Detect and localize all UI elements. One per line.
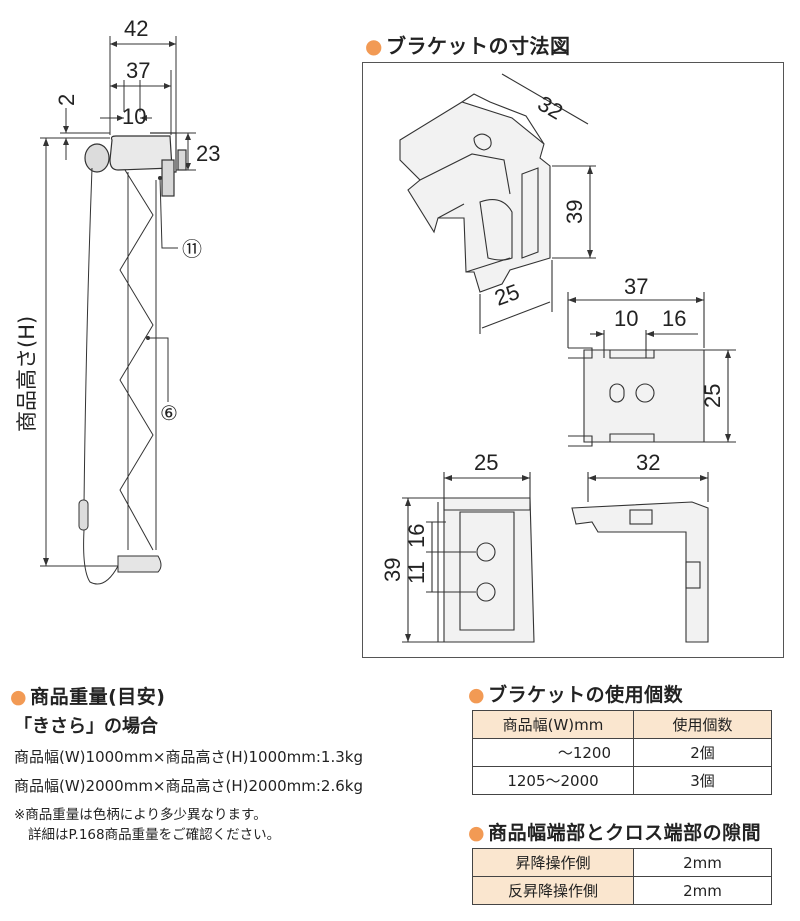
- callout-6: ⑥: [160, 403, 178, 425]
- product-side-diagram: 42 37 10 2 23 ⑪ ⑥ 商品高さ(H): [15, 16, 220, 585]
- weight-note-2: 詳細はP.168商品重量をご確認ください。: [28, 827, 281, 843]
- bullet-dot-icon: ●: [365, 34, 383, 58]
- table-cell: 反昇降操作側: [472, 876, 634, 905]
- bracket-count-table: 商品幅(W)mm 使用個数 〜1200 2個 1205〜2000 3個: [472, 710, 772, 795]
- weight-line-1: 商品幅(W)1000mm×商品高さ(H)1000mm:1.3kg: [14, 748, 363, 766]
- front-height-dim: 39: [380, 558, 405, 582]
- front-width-dim: 25: [474, 450, 498, 475]
- table-row: 昇降操作側 2mm: [472, 848, 772, 877]
- dim-10: 10: [122, 104, 146, 129]
- table-cell: 〜1200: [472, 738, 634, 767]
- table-cell: 3個: [633, 766, 772, 795]
- table-row: 〜1200 2個: [472, 738, 772, 767]
- dim-2: 2: [54, 94, 79, 106]
- table-header-width: 商品幅(W)mm: [472, 710, 634, 739]
- top-height-dim: 25: [700, 384, 725, 408]
- dim-37: 37: [126, 58, 150, 83]
- table-cell: 1205〜2000: [472, 766, 634, 795]
- top-width-dim: 37: [624, 274, 648, 299]
- dim-23: 23: [196, 141, 220, 166]
- iso-height-dim: 39: [562, 200, 587, 224]
- top-a-dim: 10: [614, 306, 638, 331]
- table-cell: 2mm: [633, 848, 772, 877]
- front-b-dim: 11: [404, 561, 429, 584]
- table-row: 1205〜2000 3個: [472, 766, 772, 795]
- table-cell: 2個: [633, 738, 772, 767]
- weight-subtitle: 「きさら」の場合: [14, 716, 158, 737]
- bracket-count-title: ●ブラケットの使用個数: [468, 684, 684, 706]
- weight-line-2: 商品幅(W)2000mm×商品高さ(H)2000mm:2.6kg: [14, 777, 363, 795]
- gap-title: ●商品幅端部とクロス端部の隙間: [468, 822, 762, 844]
- product-height-label: 商品高さ(H): [15, 316, 39, 432]
- top-b-dim: 16: [662, 306, 686, 331]
- bracket-drawing-frame: [362, 62, 784, 658]
- side-width-dim: 32: [636, 450, 660, 475]
- bracket-section-title: ●ブラケットの寸法図: [365, 34, 571, 58]
- table-cell: 昇降操作側: [472, 848, 634, 877]
- bullet-dot-icon: ●: [10, 686, 28, 708]
- gap-table: 昇降操作側 2mm 反昇降操作側 2mm: [472, 848, 772, 905]
- bullet-dot-icon: ●: [468, 822, 486, 844]
- weight-note-1: ※商品重量は色柄により多少異なります。: [14, 807, 267, 823]
- bracket-drawings: 32 39 25 37 10 16 25 25 39 16 11 32: [380, 73, 736, 643]
- front-a-dim: 16: [404, 524, 429, 548]
- table-header-count: 使用個数: [633, 710, 772, 739]
- weight-title: ●商品重量(目安): [10, 686, 166, 708]
- bullet-dot-icon: ●: [468, 684, 486, 706]
- table-cell: 2mm: [633, 876, 772, 905]
- table-row: 反昇降操作側 2mm: [472, 876, 772, 905]
- table-row: 商品幅(W)mm 使用個数: [472, 710, 772, 739]
- callout-11: ⑪: [182, 238, 202, 261]
- dim-42: 42: [124, 16, 148, 41]
